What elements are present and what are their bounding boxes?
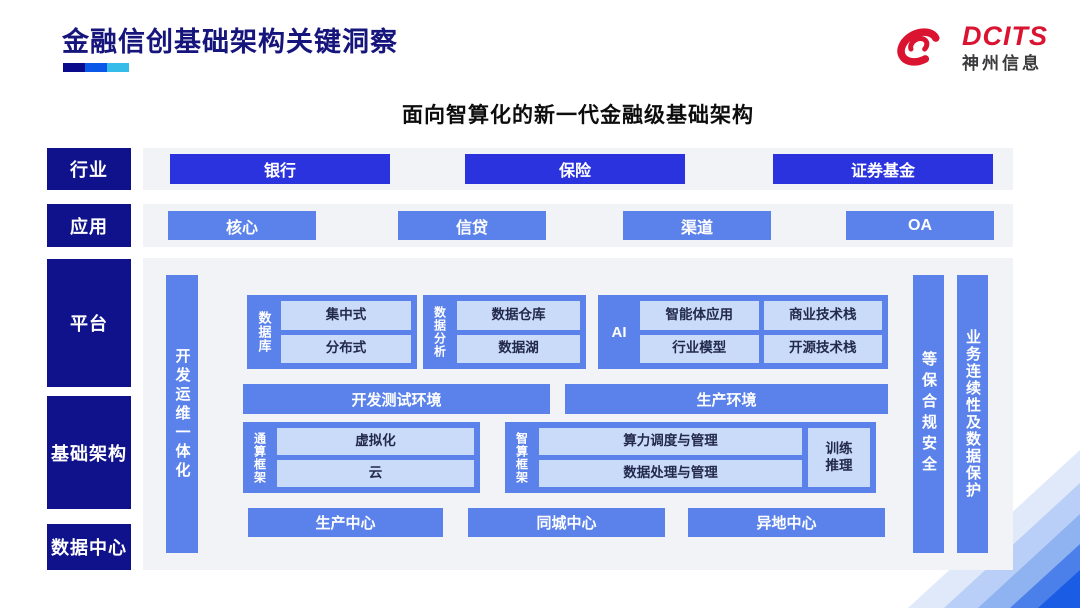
ai-group-label: AI [611,323,627,341]
analytics-items: 数据仓库 数据湖 [457,301,580,363]
database-centralized: 集中式 [281,301,411,330]
diagram-subtitle: 面向智算化的新一代金融级基础架构 [402,104,754,127]
training-label: 训练 [825,440,853,456]
sidebar-item-infrastructure: 基础架构 [47,396,131,509]
underline-segment-dark [63,63,85,72]
industry-bank: 银行 [170,154,390,184]
dev-test-env-bar: 开发测试环境 [243,384,550,414]
data-warehouse: 数据仓库 [457,301,580,330]
ai-commercial-stack: 商业技术栈 [763,301,882,330]
app-core: 核心 [168,211,316,240]
industry-insurance: 保险 [465,154,685,184]
ai-group: AI 智能体应用 商业技术栈 行业模型 开源技术栈 [598,295,888,369]
security-vertical-bar: 等保合规安全 [913,275,944,553]
data-processing: 数据处理与管理 [539,460,802,487]
production-center: 生产中心 [248,508,443,537]
same-city-center: 同城中心 [468,508,665,537]
smart-compute-label: 智算框架 [514,431,529,484]
cloud: 云 [277,460,474,487]
sidebar-item-industry: 行业 [47,148,131,190]
remote-center: 异地中心 [688,508,885,537]
general-compute-items: 虚拟化 云 [277,428,474,487]
analytics-group-label: 数据分析 [432,306,447,358]
database-group: 数据库 集中式 分布式 [247,295,417,369]
logo: DCITS 神州信息 [886,18,1048,76]
sidebar-item-platform: 平台 [47,259,131,387]
dcits-swirl-icon [897,28,940,66]
title-underline [63,63,129,72]
sidebar-item-datacenter: 数据中心 [47,524,131,570]
analytics-group: 数据分析 数据仓库 数据湖 [423,295,586,369]
underline-segment-blue [85,63,107,72]
app-oa: OA [846,211,994,240]
ai-agent-apps: 智能体应用 [640,301,759,330]
virtualization: 虚拟化 [277,428,474,455]
general-compute-label: 通算框架 [252,431,267,484]
production-env-bar: 生产环境 [565,384,888,414]
database-items: 集中式 分布式 [281,301,411,363]
smart-compute-items: 算力调度与管理 数据处理与管理 [539,428,802,487]
industry-securities-funds: 证券基金 [773,154,993,184]
general-compute-group: 通算框架 虚拟化 云 [243,422,480,493]
logo-text: DCITS 神州信息 [962,20,1048,73]
logo-company: 神州信息 [962,53,1042,73]
compute-scheduling: 算力调度与管理 [539,428,802,455]
ai-items: 智能体应用 商业技术栈 行业模型 开源技术栈 [640,301,882,363]
inference-label: 推理 [825,457,853,473]
page-title: 金融信创基础架构关键洞察 [62,27,398,57]
ai-industry-models: 行业模型 [640,334,759,363]
logo-brand: DCITS [962,20,1048,51]
underline-segment-cyan [107,63,129,72]
app-channel: 渠道 [623,211,771,240]
app-credit: 信贷 [398,211,546,240]
training-inference: 训练 推理 [808,428,870,487]
smart-compute-group: 智算框架 算力调度与管理 数据处理与管理 训练 推理 [505,422,876,493]
continuity-vertical-bar: 业务连续性及数据保护 [957,275,988,553]
database-group-label: 数据库 [256,311,272,353]
database-distributed: 分布式 [281,334,411,363]
ai-opensource-stack: 开源技术栈 [763,334,882,363]
devops-vertical-bar: 开发运维一体化 [166,275,198,553]
data-lake: 数据湖 [457,334,580,363]
sidebar-item-application: 应用 [47,204,131,247]
